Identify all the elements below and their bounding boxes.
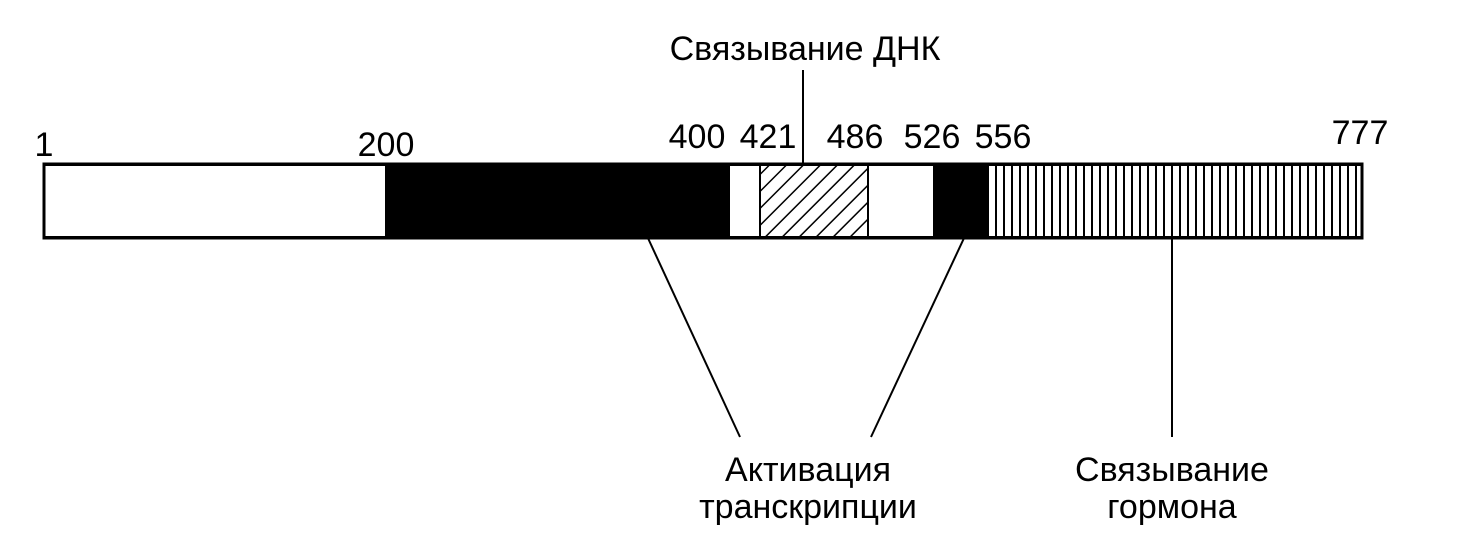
hormone-label-line2: гормона [1107,488,1237,526]
position-label: 777 [1332,114,1389,152]
domain-segment-421-486 [759,164,869,238]
position-label: 421 [740,118,797,156]
activation-leader-right [870,235,966,438]
bar-outline [42,162,1364,240]
position-label: 1 [35,126,54,164]
activation-leader-left [646,235,741,438]
activation-label-line1: Активация [725,451,891,489]
position-label: 200 [358,126,415,164]
domain-segment-400-421 [728,164,761,238]
position-label: 486 [827,118,884,156]
position-label: 400 [669,118,726,156]
domain-segment-200-400 [385,164,730,238]
leader-lines [646,70,1173,438]
domain-segment-526-556 [933,164,989,238]
domain-segment-556-777 [987,164,1363,238]
hormone-label-line1: Связывание [1075,451,1269,489]
dna-binding-label: Связывание ДНК [670,30,941,68]
position-label: 556 [975,118,1032,156]
domain-segments [43,164,1363,238]
position-label: 526 [904,118,961,156]
position-labels: 1 200 400 421 486 526 556 777 [35,114,1389,164]
domain-segment-1-200 [43,164,387,238]
activation-label-line2: транскрипции [699,488,917,526]
domain-segment-486-526 [867,164,935,238]
